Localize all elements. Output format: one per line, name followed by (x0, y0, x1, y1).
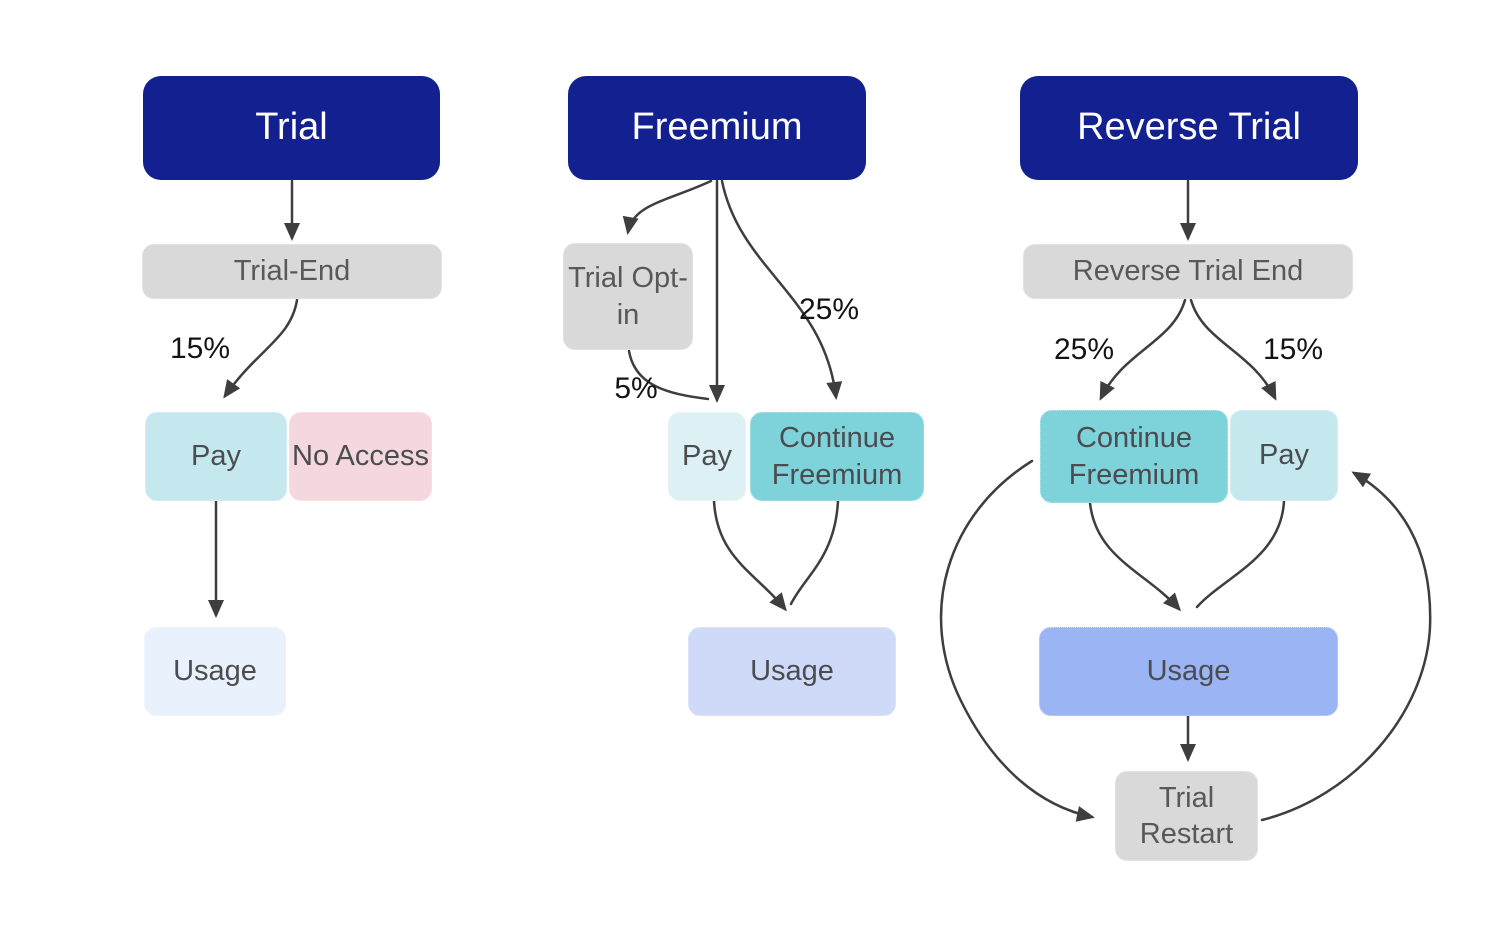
arrow-continue-freemium-to-usage (789, 499, 840, 606)
node-trial-usage: Usage (144, 627, 286, 716)
label-freemium-continue-rate: 25% (798, 293, 860, 326)
arrow-freemium-to-continue-freemium (720, 179, 843, 400)
label-reverse-continue-rate: 25% (1053, 333, 1115, 366)
arrow-freemium-pay-to-usage (712, 499, 787, 612)
node-freemium-trial-opt-in: Trial Opt-in (563, 243, 693, 350)
node-trial-end: Trial-End (142, 244, 442, 299)
node-freemium-continue-freemium: Continue Freemium (750, 412, 924, 501)
node-reverse-trial-restart: Trial Restart (1115, 771, 1258, 861)
node-freemium-usage: Usage (688, 627, 896, 716)
node-reverse-continue-freemium: Continue Freemium (1040, 410, 1228, 503)
arrow-reverse-pay-to-usage (1195, 499, 1286, 609)
node-reverse-pay: Pay (1230, 410, 1338, 501)
node-freemium-pay: Pay (668, 412, 746, 501)
arrow-reverse-continue-to-usage (1088, 501, 1181, 612)
node-trial-pay: Pay (145, 412, 287, 501)
label-trial-pay-rate: 15% (169, 332, 231, 365)
node-reverse-usage: Usage (1039, 627, 1338, 716)
node-reverse-trial-header: Reverse Trial (1020, 76, 1358, 180)
label-reverse-pay-rate: 15% (1262, 333, 1324, 366)
node-trial-no-access: No Access (289, 412, 432, 501)
label-freemium-opt-in-pay-rate: 5% (614, 372, 658, 405)
node-trial-header: Trial (143, 76, 440, 180)
node-freemium-header: Freemium (568, 76, 866, 180)
node-reverse-trial-end: Reverse Trial End (1023, 244, 1353, 299)
arrow-freemium-to-trial-opt-in (622, 179, 713, 235)
